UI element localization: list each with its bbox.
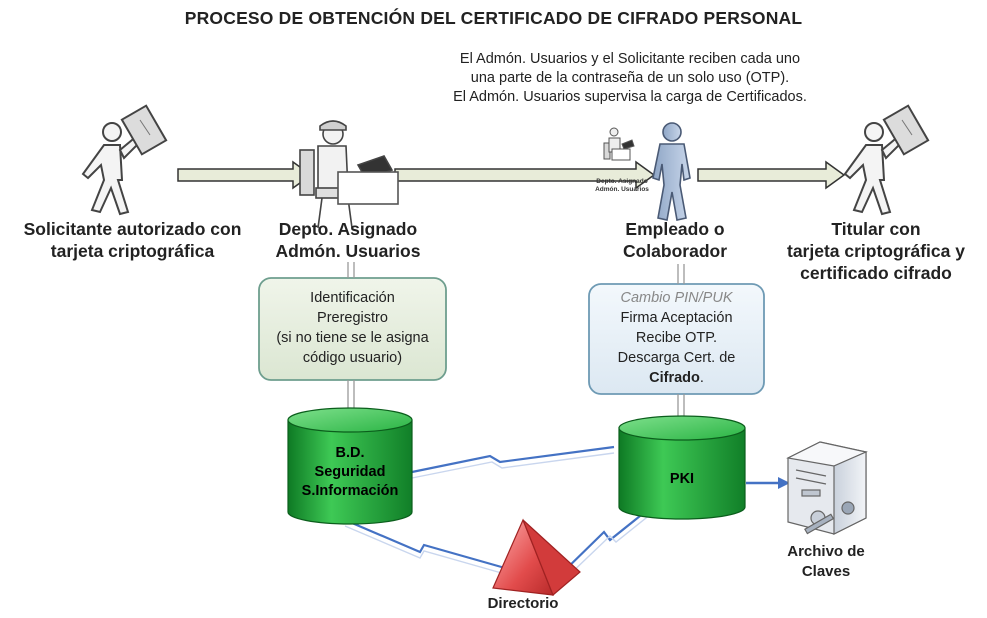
label-line: tarjeta criptográfica [50, 241, 215, 261]
cifrado-bold: Cifrado [649, 370, 700, 386]
label-line: Depto. Asignado [278, 219, 418, 239]
label-depto: Depto. Asignado Admón. Usuarios [268, 218, 428, 262]
empleado-figure-icon [652, 122, 691, 221]
note-line: una parte de la contraseña de un solo us… [470, 70, 790, 86]
bd-label: B.D. Seguridad S.Información [288, 444, 412, 501]
otp-note: El Admón. Usuarios y el Solicitante reci… [370, 50, 890, 107]
label-titular: Titular con tarjeta criptográfica y cert… [765, 218, 987, 284]
period: . [699, 370, 704, 386]
label-line: Empleado o [625, 219, 725, 239]
archivo-label: Archivo de Claves [762, 542, 890, 582]
box-line-cifrado: Cifrado. [589, 368, 764, 388]
arrow-pki-archivo [746, 477, 790, 489]
note-line: El Admón. Usuarios supervisa la carga de… [453, 89, 807, 105]
directorio-pyramid-icon [492, 518, 581, 596]
depto-worker-icon [299, 120, 399, 229]
label-line: Depto. Asignado [596, 178, 648, 185]
cambio-pin-line: Cambio PIN/PUK [620, 290, 733, 306]
box-line: (si no tiene se le asigna [276, 330, 429, 346]
solicitante-figure-icon [81, 104, 168, 216]
diagram-title: PROCESO DE OBTENCIÓN DEL CERTIFICADO DE … [184, 8, 803, 28]
pki-cylinder-icon [618, 415, 746, 520]
label-line: certificado cifrado [800, 263, 952, 283]
label-line: tarjeta criptográfica y [787, 241, 965, 261]
cyl-line: Seguridad [314, 464, 386, 480]
link-bd-pki [411, 445, 615, 479]
box-identificacion [258, 277, 447, 381]
server-key-icon [786, 441, 868, 535]
box-line: Descarga Cert. de [617, 350, 736, 366]
box-line: Firma Aceptación [620, 310, 733, 326]
note-line: El Admón. Usuarios y el Solicitante reci… [459, 51, 801, 67]
firma-text: Cambio PIN/PUK Firma Aceptación Recibe O… [589, 288, 764, 388]
cyl-line: B.D. [335, 445, 365, 461]
flow-arrow-1 [177, 160, 313, 190]
box-line: Preregistro [317, 310, 388, 326]
pki-label: PKI [669, 471, 695, 487]
box-line: código usuario) [302, 350, 403, 366]
small-depto-icon [603, 127, 635, 161]
label-depto-small: Depto. Asignado Admón. Usuarios [582, 178, 662, 194]
box-line: Identificación [310, 290, 395, 306]
link-pki-directorio [559, 507, 657, 579]
label-line: Colaborador [622, 241, 728, 261]
box-line: Recibe OTP. [635, 330, 718, 346]
label-empleado: Empleado o Colaborador [600, 218, 750, 262]
label-line: Claves [801, 563, 851, 580]
connector-box-bd [347, 380, 355, 408]
titular-figure-icon [843, 104, 930, 216]
flow-arrow-2 [394, 160, 656, 190]
label-line: Archivo de [787, 543, 865, 560]
link-bd-directorio [344, 518, 506, 575]
connector-box-pki [677, 394, 685, 416]
bd-cylinder-icon [287, 407, 413, 525]
directorio-label: Directorio [487, 595, 559, 612]
connector-depto-box [347, 262, 355, 278]
label-line: Admón. Usuarios [595, 186, 649, 193]
cyl-line: S.Información [301, 483, 399, 499]
box-firma [588, 283, 765, 395]
connector-empleado-box [677, 264, 685, 284]
label-solicitante: Solicitante autorizado con tarjeta cript… [0, 218, 265, 262]
identificacion-text: Identificación Preregistro (si no tiene … [259, 288, 446, 368]
label-line: Admón. Usuarios [275, 241, 421, 261]
flow-arrow-3 [697, 160, 846, 190]
label-line: Titular con [831, 219, 921, 239]
label-line: Solicitante autorizado con [23, 219, 242, 239]
